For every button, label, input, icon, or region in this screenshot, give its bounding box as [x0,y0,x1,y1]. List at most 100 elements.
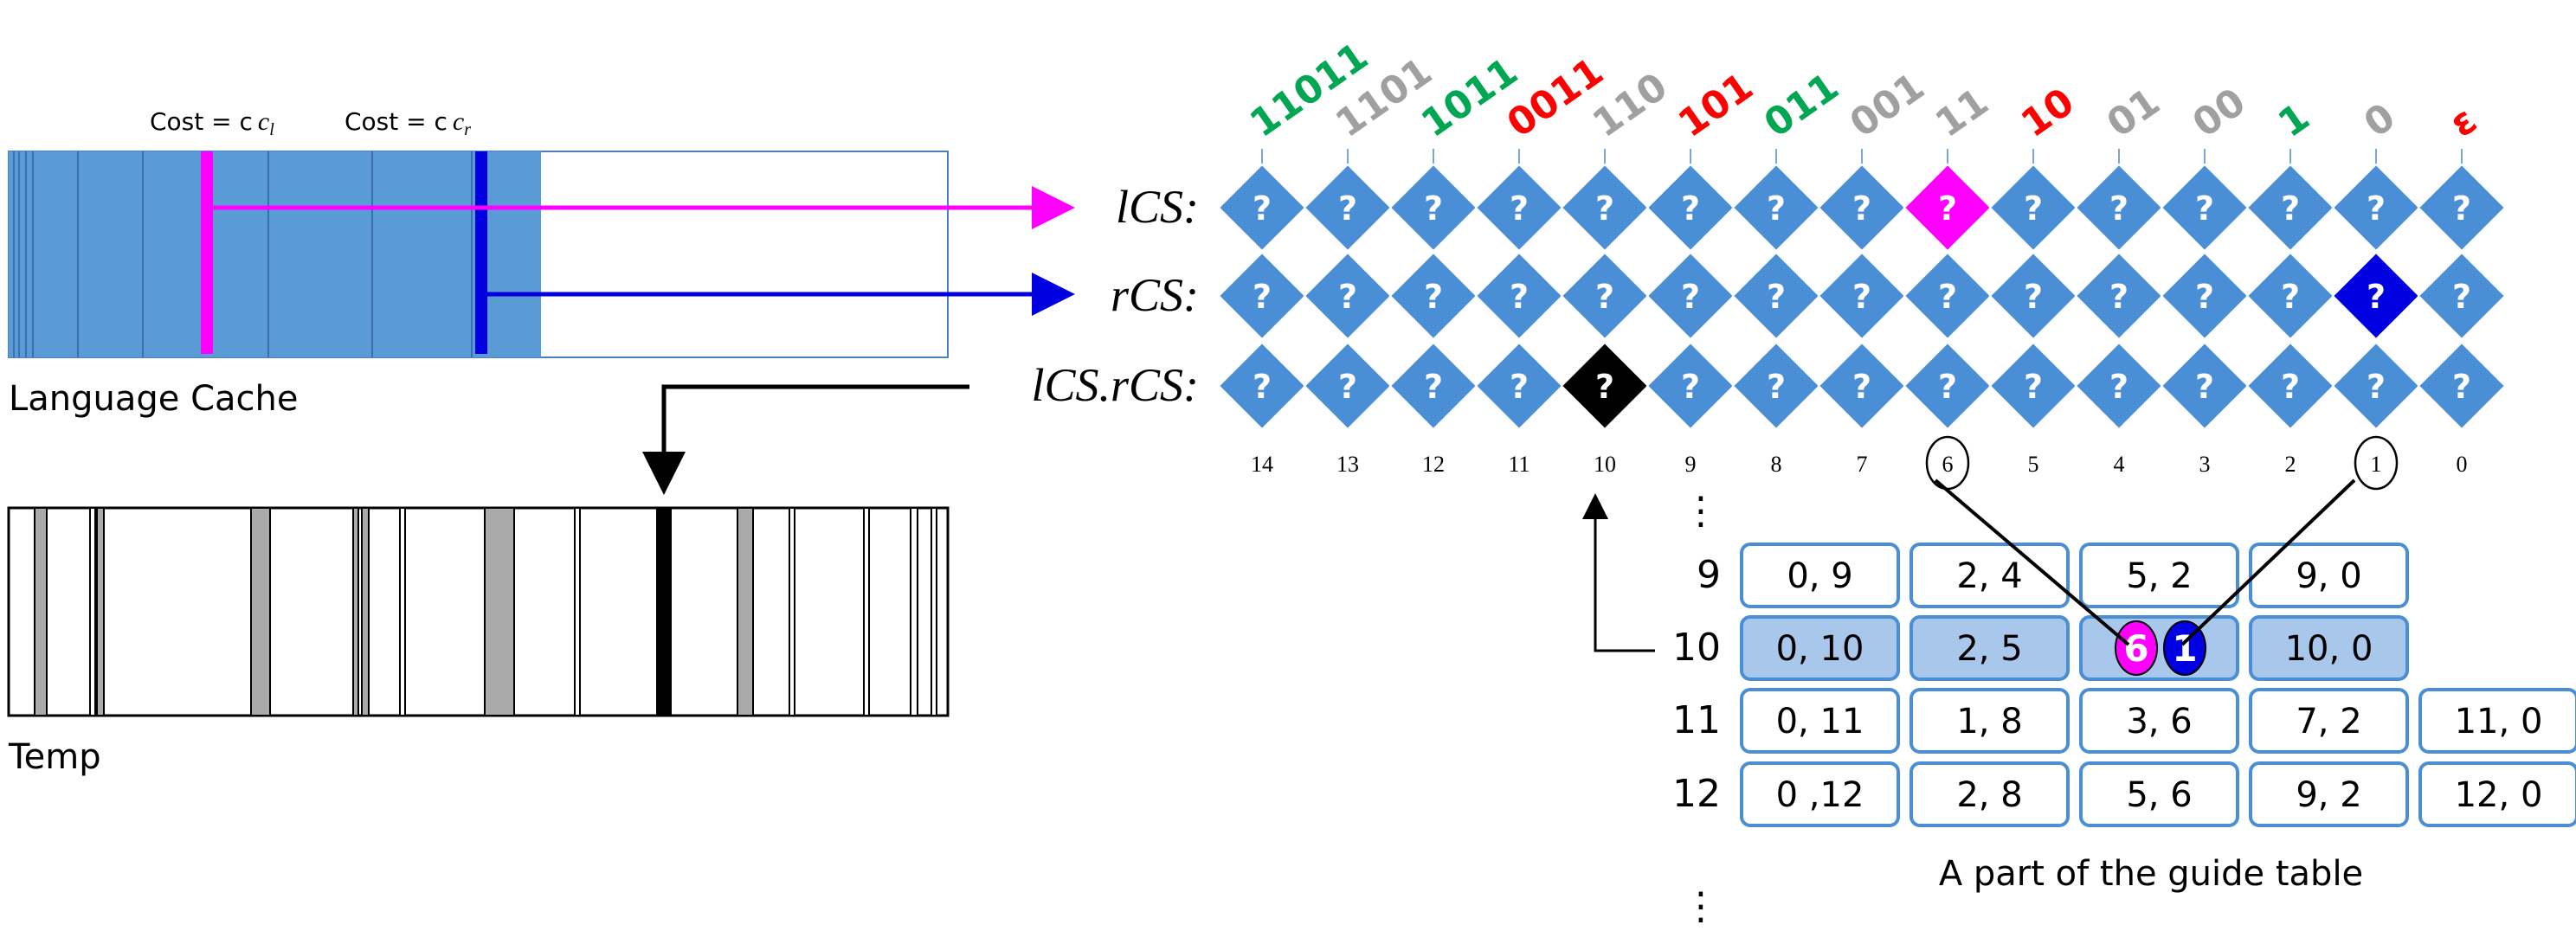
concat-arrow [642,384,969,495]
cs-cell-rcs: ? [1645,251,1736,341]
diamond-shape [1645,251,1736,341]
guide-cell-box [2418,688,2576,754]
row-label-lcs: lCS: [1116,181,1199,233]
candidate-string: ε [2442,98,2484,146]
guide-cell-box [1740,688,1900,754]
diamond-shape [1474,251,1564,341]
guide-cell-value: 9, 0 [2296,556,2361,596]
guide-cell-value: 10, 0 [2285,629,2373,669]
question-mark: ? [2281,189,2300,228]
question-mark: ? [2367,189,2386,228]
question-mark: ? [1510,189,1529,228]
cs-cell-lcs: ? [2417,163,2507,253]
temp-buffer: Temp [7,506,950,777]
guide-cell: 0, 9 [1740,543,1900,608]
question-mark: ? [1510,278,1529,316]
candidate-string: 001 [1842,65,1932,146]
diamond-shape [2331,251,2421,341]
guide-cell-value: 5, 6 [2126,775,2192,815]
row10-pointer-arrow [1582,493,1655,652]
link-1 [2180,478,2356,646]
cache-right-marker [475,151,487,354]
question-mark: ? [1338,189,1357,228]
candidate-string: 0 [2356,95,2403,146]
column-index: 0 [2457,452,2468,477]
column-index: 13 [1336,452,1359,477]
cs-cell-lcs-rcs: ? [2245,341,2335,431]
diamond-shape [1388,341,1478,431]
row-label-lcs-rcs: lCS.rCS: [1031,359,1199,411]
cache-left-marker [201,151,213,354]
cs-cell-lcs-rcs: ? [2074,341,2164,431]
cs-cell-lcs-rcs: ? [2160,341,2250,431]
guide-cell: 1, 8 [1909,688,2070,754]
question-mark: ? [2024,189,2043,228]
temp-active-slot [656,508,672,716]
temp-slots [34,507,937,716]
diamond-shape [1303,163,1393,253]
cs-cell-lcs: ? [1560,163,1650,253]
question-mark: ? [2024,368,2043,406]
question-mark: ? [2452,189,2471,228]
candidate-string: 11 [1928,80,1996,146]
diamond-shape [1731,163,1821,253]
question-mark: ? [2367,368,2386,406]
cs-cell-rcs: ? [2074,251,2164,341]
cs-cell-rcs: ? [1560,251,1650,341]
temp-outline [7,506,950,717]
temp-title: Temp [8,737,101,777]
diamond-shape [1903,251,1993,341]
question-mark: ? [1595,368,1614,406]
column-index: 11 [1508,452,1530,477]
column-index: 3 [2199,452,2211,477]
guide-cell-value: 11, 0 [2455,702,2543,742]
guide-cell-value: 2, 8 [1956,775,2022,815]
cs-cell-lcs: ? [1217,163,1307,253]
guide-cell: 2, 5 [1909,615,2070,681]
diamond-shape [2160,163,2250,253]
guide-cell: 11, 0 [2418,688,2576,754]
column-index: 2 [2285,452,2296,477]
cs-cell-lcs-rcs: ? [1903,341,1993,431]
guide-cell: 12, 0 [2418,761,2576,827]
question-mark: ? [1510,368,1529,406]
cs-cell-lcs-rcs: ? [1217,341,1307,431]
cs-cell-rcs: ? [1388,251,1478,341]
guide-cell-box [2079,688,2239,754]
question-mark: ? [2195,189,2214,228]
question-mark: ? [2024,278,2043,316]
diamond-shape [2074,341,2164,431]
guide-cell: 0, 11 [1740,688,1900,754]
question-mark: ? [1595,189,1614,228]
cs-cell-rcs: ? [1474,251,1564,341]
guide-cell-box [2079,543,2239,608]
cs-cell-rcs: ? [1731,251,1821,341]
cache-filled-region [9,151,541,357]
column-index: 5 [2028,452,2039,477]
cs-cell-lcs-rcs: ? [1388,341,1478,431]
candidate-string: 011 [1756,65,1846,146]
cs-cell-lcs: ? [1988,163,2078,253]
guide-cell: 3, 6 [2079,688,2239,754]
question-mark: ? [1424,189,1443,228]
question-mark: ? [1253,368,1272,406]
diamond-shape [2074,251,2164,341]
diamond-shape [1903,341,1993,431]
diamond-shape [1988,341,2078,431]
guide-cell-value: 7, 2 [2296,702,2361,742]
cs-cell-lcs: ? [2331,163,2421,253]
column-index: 9 [1685,452,1697,477]
diamond-shape [1303,341,1393,431]
guide-cell-box [1740,615,1900,681]
cs-cell-rcs: ? [1217,251,1307,341]
cs-cell-lcs: ? [1817,163,1907,253]
diamond-shape [1474,163,1564,253]
cs-cell-lcs-rcs: ? [1645,341,1736,431]
column-index: 1 [2371,452,2382,477]
diamond-shape [1560,163,1650,253]
bubble-lcs-shape [2115,620,2158,676]
bubble-lcs-text: 6 [2123,627,2148,670]
diamond-shape [2331,341,2421,431]
language-cache-title: Language Cache [9,379,299,419]
